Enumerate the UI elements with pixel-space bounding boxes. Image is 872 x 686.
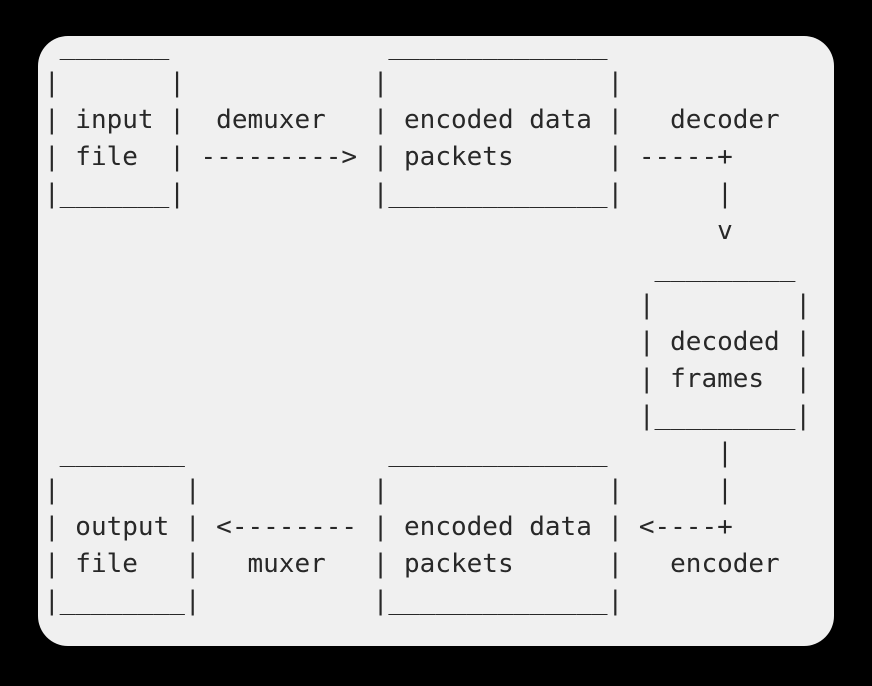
ascii-flow-diagram: _______ ______________ | | | | | input |…: [44, 36, 812, 616]
diagram-card: _______ ______________ | | | | | input |…: [38, 36, 834, 646]
